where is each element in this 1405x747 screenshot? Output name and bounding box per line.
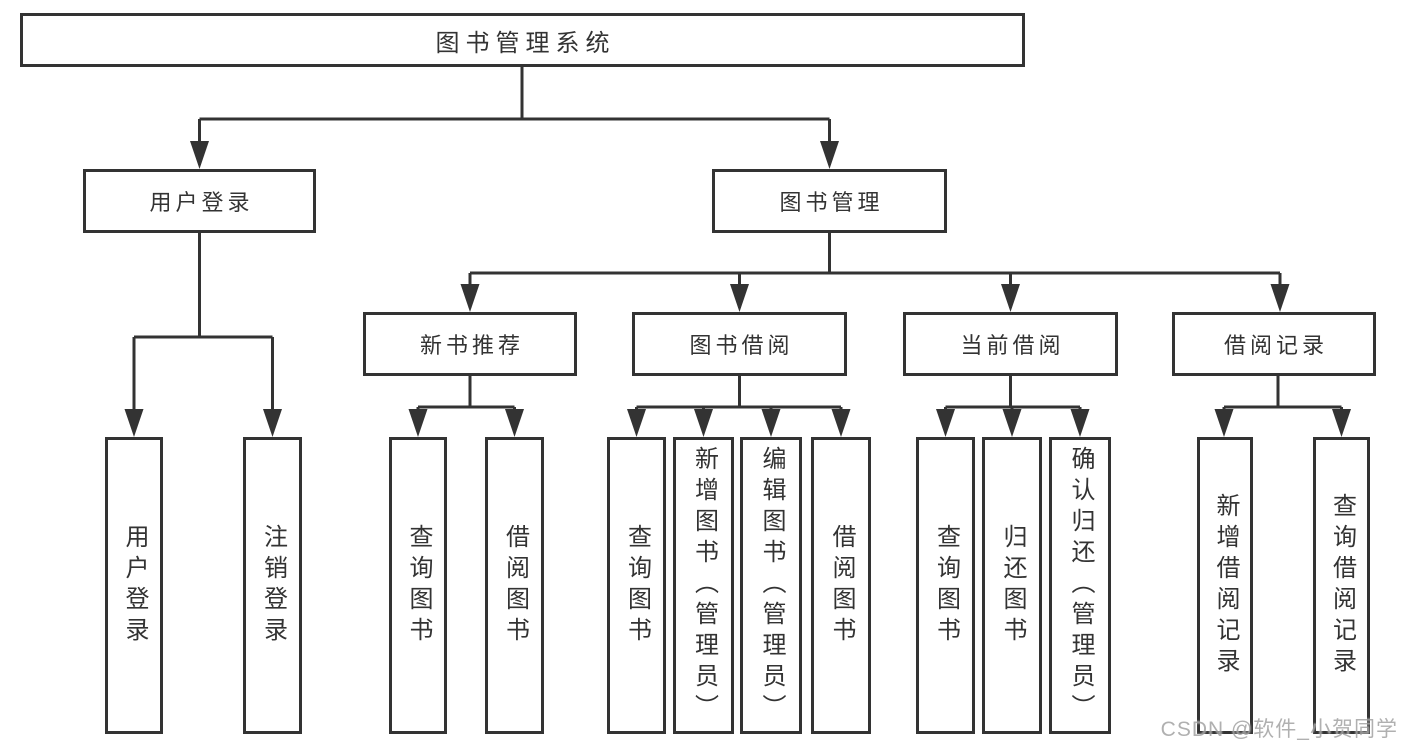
arrow-down-icon <box>820 141 839 169</box>
leaf-label: 查询图书 <box>623 523 651 648</box>
leaf-add-borrow-record: 新增借阅记录 <box>1197 437 1253 734</box>
arrow-down-icon <box>1270 284 1290 312</box>
node-current-borrow: 当前借阅 <box>903 312 1118 376</box>
arrow-down-icon <box>831 409 851 437</box>
csdn-watermark: CSDN @软件_小贺同学 <box>1160 718 1398 741</box>
leaf-label: 确认归还（管理员） <box>1067 446 1094 725</box>
edge-book-borrow-to-leaves <box>627 376 851 437</box>
leaf-label: 新增图书（管理员） <box>690 446 718 725</box>
leaf-query-books-current: 查询图书 <box>916 437 975 734</box>
leaf-label: 归还图书 <box>999 523 1026 648</box>
leaf-label: 借阅图书 <box>828 523 855 648</box>
arrow-down-icon <box>1070 409 1090 437</box>
arrow-down-icon <box>460 284 480 312</box>
leaf-confirm-return-admin: 确认归还（管理员） <box>1049 437 1111 734</box>
edge-new-book-to-leaves <box>408 376 524 437</box>
leaf-query-books-borrow: 查询图书 <box>607 437 666 734</box>
arrow-down-icon <box>263 409 282 437</box>
arrow-down-icon <box>505 409 524 437</box>
leaf-query-borrow-record: 查询借阅记录 <box>1313 437 1370 734</box>
node-user-login: 用户登录 <box>83 169 316 233</box>
leaf-label: 查询图书 <box>932 523 960 648</box>
edge-borrow-record-to-leaves <box>1214 376 1351 437</box>
leaf-label: 编辑图书（管理员） <box>758 446 785 725</box>
leaf-edit-book-admin: 编辑图书（管理员） <box>740 437 802 734</box>
leaf-label: 注销登录 <box>259 523 287 648</box>
node-new-book-recommend: 新书推荐 <box>363 312 577 376</box>
arrow-down-icon <box>190 141 209 169</box>
leaf-label: 用户登录 <box>121 523 148 648</box>
leaf-add-book-admin: 新增图书（管理员） <box>673 437 734 734</box>
leaf-label: 查询图书 <box>405 523 432 648</box>
node-book-management: 图书管理 <box>712 169 947 233</box>
edge-root-to-level2 <box>190 67 839 169</box>
leaf-borrow-books: 借阅图书 <box>811 437 871 734</box>
arrow-down-icon <box>627 409 646 437</box>
leaf-return-books: 归还图书 <box>982 437 1042 734</box>
node-book-borrow: 图书借阅 <box>632 312 847 376</box>
edge-book-management-to-level3 <box>460 233 1290 312</box>
node-borrow-record: 借阅记录 <box>1172 312 1376 376</box>
arrow-down-icon <box>1002 409 1022 437</box>
leaf-label: 新增借阅记录 <box>1212 492 1239 679</box>
leaf-label: 查询借阅记录 <box>1328 492 1356 679</box>
leaf-query-books-recommend: 查询图书 <box>389 437 447 734</box>
arrow-down-icon <box>1332 409 1351 437</box>
arrow-down-icon <box>730 284 749 312</box>
edge-current-borrow-to-leaves <box>936 376 1090 437</box>
leaf-label: 借阅图书 <box>501 523 529 648</box>
arrow-down-icon <box>124 409 144 437</box>
node-root: 图书管理系统 <box>20 13 1025 67</box>
arrow-down-icon <box>936 409 955 437</box>
arrow-down-icon <box>408 409 428 437</box>
arrow-down-icon <box>761 409 781 437</box>
arrow-down-icon <box>1214 409 1234 437</box>
leaf-borrow-books-recommend: 借阅图书 <box>485 437 544 734</box>
arrow-down-icon <box>1001 284 1020 312</box>
leaf-user-login: 用户登录 <box>105 437 163 734</box>
leaf-logout-login: 注销登录 <box>243 437 302 734</box>
arrow-down-icon <box>694 409 713 437</box>
edge-user-login-to-leaves <box>124 233 282 437</box>
